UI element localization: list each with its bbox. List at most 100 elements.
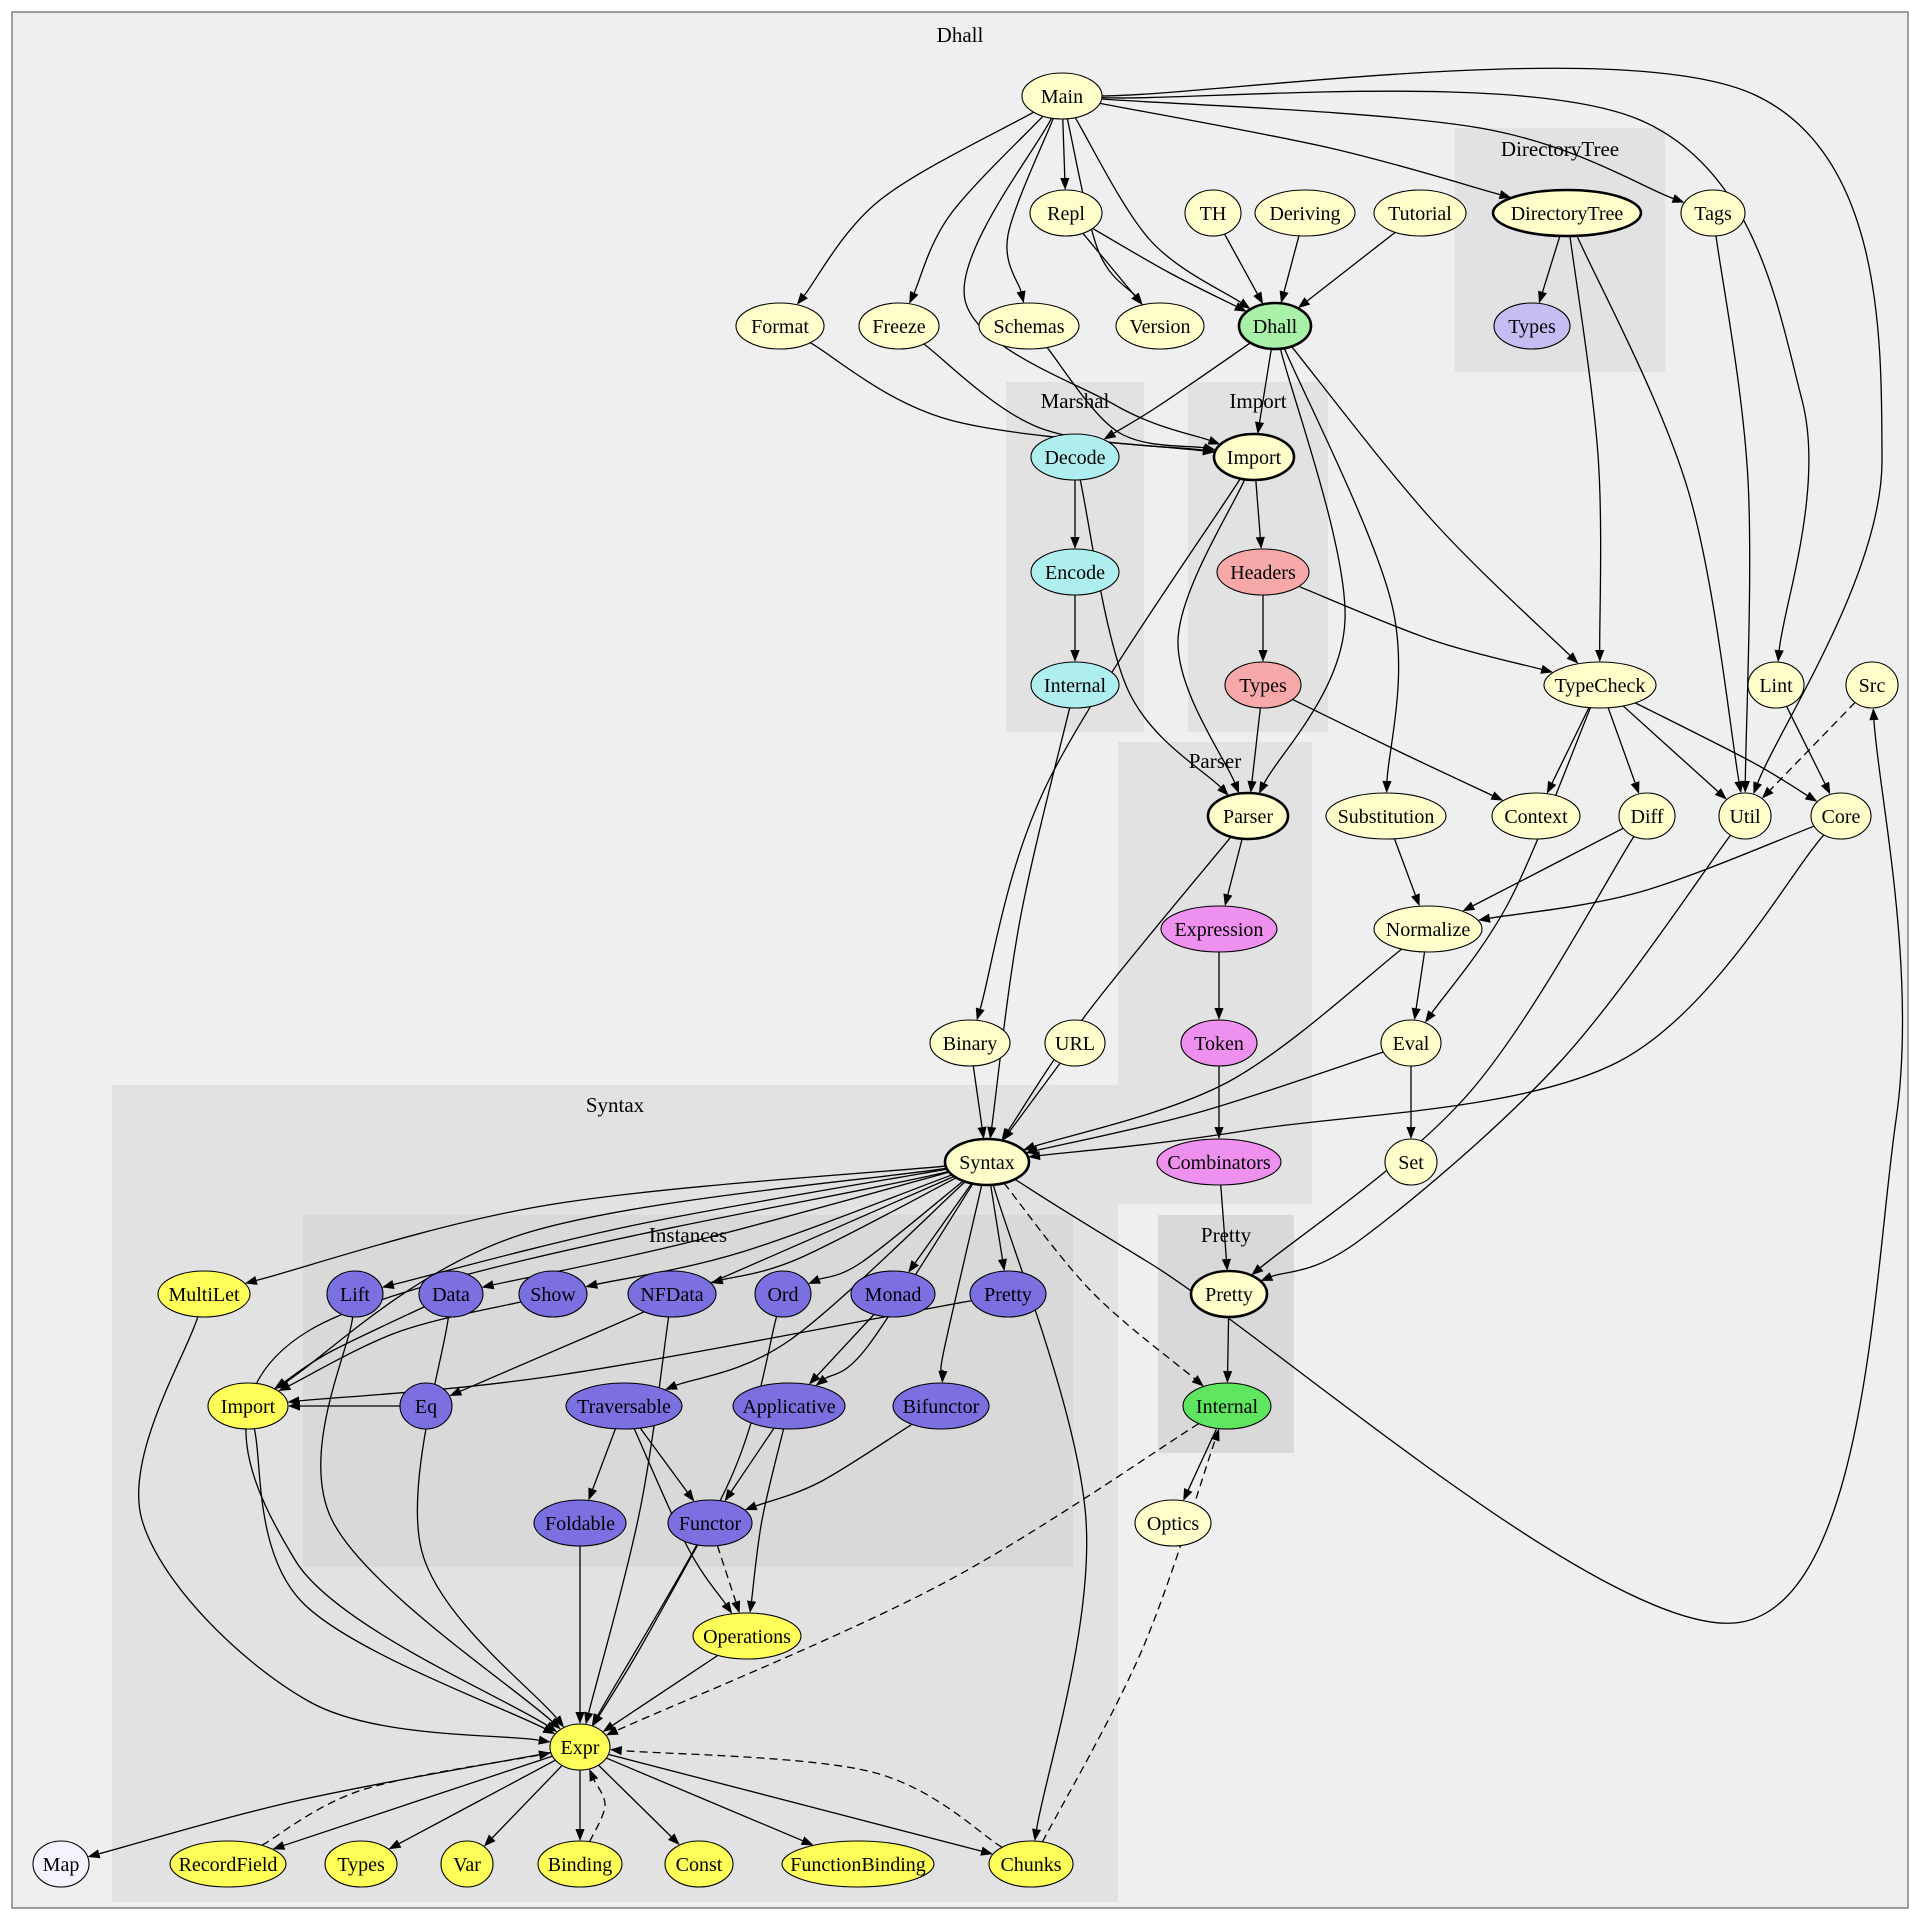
- edge-expr-recordfield: [283, 1755, 553, 1847]
- arrowhead-traversable-foldable: [588, 1487, 598, 1501]
- node-data-label: Data: [432, 1284, 470, 1306]
- arrowhead-token-combinators: [1214, 1127, 1224, 1139]
- arrowhead-bifunctor-functor: [744, 1501, 758, 1511]
- arrowhead-binding-expr: [589, 1768, 599, 1782]
- edge-multilet-expr: [137, 1316, 539, 1741]
- edge-syntax-show: [596, 1174, 953, 1285]
- node-core: Core: [1810, 792, 1872, 840]
- edge-syntax-lift: [393, 1168, 948, 1286]
- arrowhead-dhall-substitution: [1382, 780, 1392, 794]
- arrowhead-syntax-monad: [908, 1260, 919, 1273]
- edge-expr-functionbinding: [606, 1757, 803, 1842]
- node-expr-label: Expr: [561, 1737, 600, 1759]
- node-map-shape: [32, 1840, 90, 1888]
- node-var-shape: [440, 1840, 494, 1888]
- node-types_s: Types: [324, 1840, 398, 1888]
- node-pretty_p-shape: [1189, 1269, 1269, 1319]
- node-set: Set: [1384, 1138, 1438, 1186]
- edge-main-format: [803, 111, 1034, 296]
- arrowhead-util-pretty_p: [1260, 1272, 1274, 1282]
- node-token: Token: [1180, 1019, 1258, 1067]
- arrowhead-encode-internal_m: [1070, 650, 1080, 662]
- node-typecheck-label: TypeCheck: [1555, 675, 1646, 697]
- arrowhead-syntax-traversable: [664, 1381, 678, 1390]
- node-operations: Operations: [692, 1612, 802, 1660]
- node-src-shape: [1845, 661, 1899, 709]
- node-schemas-shape: [978, 302, 1080, 350]
- edge-applicative-operations: [750, 1428, 785, 1602]
- arrowhead-syntax-ord: [808, 1275, 821, 1284]
- node-main-label: Main: [1041, 86, 1083, 108]
- node-repl-shape: [1029, 189, 1103, 237]
- node-pretty_i-label: Pretty: [984, 1284, 1032, 1306]
- arrowhead-syntax-eq: [449, 1386, 463, 1396]
- node-context-shape: [1491, 792, 1581, 840]
- arrowhead-nfdata-expr: [584, 1711, 594, 1725]
- edge-recordfield-expr: [261, 1754, 540, 1846]
- node-import_s: Import: [207, 1382, 289, 1430]
- edge-lint-core: [1785, 706, 1826, 785]
- node-monad-shape: [850, 1270, 936, 1318]
- node-internal_p-label: Internal: [1196, 1396, 1259, 1418]
- edge-normalize-syntax: [1034, 948, 1403, 1147]
- node-eq-label: Eq: [415, 1396, 437, 1418]
- node-binary: Binary: [929, 1019, 1011, 1067]
- arrowhead-internal_p-expr: [605, 1726, 619, 1736]
- node-expression-shape: [1160, 905, 1278, 953]
- arrowhead-chunks-internal_p: [1210, 1428, 1220, 1442]
- node-dhall: Dhall: [1237, 301, 1313, 351]
- edge-tutorial-dhall: [1306, 231, 1396, 302]
- node-types_i: Types: [1224, 661, 1302, 709]
- node-pretty_i: Pretty: [969, 1270, 1047, 1318]
- edge-internal_p-expr: [616, 1423, 1200, 1732]
- node-var-label: Var: [453, 1854, 481, 1876]
- node-foldable-shape: [533, 1499, 627, 1547]
- arrowhead-dhall-decode: [1103, 429, 1117, 440]
- node-freeze: Freeze: [858, 302, 940, 350]
- edge-directorytree-util: [1576, 235, 1740, 782]
- edge-parser-expression: [1227, 838, 1243, 895]
- edge-repl-dhall: [1092, 227, 1237, 307]
- node-combinators-label: Combinators: [1167, 1152, 1271, 1174]
- edge-operations-expr: [612, 1654, 719, 1726]
- edge-bifunctor-functor: [755, 1423, 913, 1507]
- arrowhead-pretty_p-internal_p: [1223, 1370, 1233, 1384]
- arrowhead-recordfield-expr: [538, 1750, 551, 1760]
- edge-data-import_s: [283, 1306, 425, 1383]
- node-binary-label: Binary: [943, 1033, 997, 1055]
- node-binding-label: Binding: [548, 1854, 612, 1876]
- edge-types_i-parser: [1251, 707, 1262, 782]
- node-const-label: Const: [676, 1854, 723, 1876]
- node-map: Map: [32, 1840, 90, 1888]
- node-types_dt-label: Types: [1508, 316, 1556, 338]
- node-src: Src: [1845, 661, 1899, 709]
- node-main: Main: [1021, 72, 1103, 120]
- node-version-label: Version: [1129, 316, 1190, 338]
- arrowhead-traversable-operations: [721, 1601, 733, 1614]
- node-parser-label: Parser: [1223, 806, 1273, 828]
- arrowhead-show-import_s: [278, 1381, 292, 1392]
- node-recordfield-shape: [169, 1840, 287, 1888]
- node-eq-shape: [399, 1382, 453, 1430]
- arrowhead-import_i-binary: [975, 1007, 985, 1021]
- arrowhead-repl-dhall: [1233, 302, 1247, 312]
- node-internal_m: Internal: [1030, 661, 1120, 709]
- node-lint: Lint: [1747, 661, 1805, 709]
- node-syntax-shape: [943, 1137, 1031, 1187]
- arrowhead-main-repl: [1060, 177, 1070, 191]
- node-tags-shape: [1680, 189, 1746, 237]
- node-encode-label: Encode: [1045, 562, 1105, 584]
- node-expr: Expr: [549, 1723, 611, 1771]
- node-recordfield-label: RecordField: [179, 1854, 278, 1876]
- node-th-label: TH: [1200, 203, 1227, 225]
- node-traversable-shape: [565, 1382, 683, 1430]
- node-encode-shape: [1030, 548, 1120, 596]
- node-types_dt: Types: [1493, 302, 1571, 350]
- edge-applicative-functor: [730, 1427, 775, 1492]
- edge-pretty_p-internal_p: [1226, 1316, 1230, 1372]
- node-diff: Diff: [1618, 792, 1676, 840]
- arrowhead-typecheck-core: [1804, 791, 1818, 802]
- node-functor-label: Functor: [679, 1513, 742, 1535]
- node-dhall-label: Dhall: [1253, 316, 1298, 338]
